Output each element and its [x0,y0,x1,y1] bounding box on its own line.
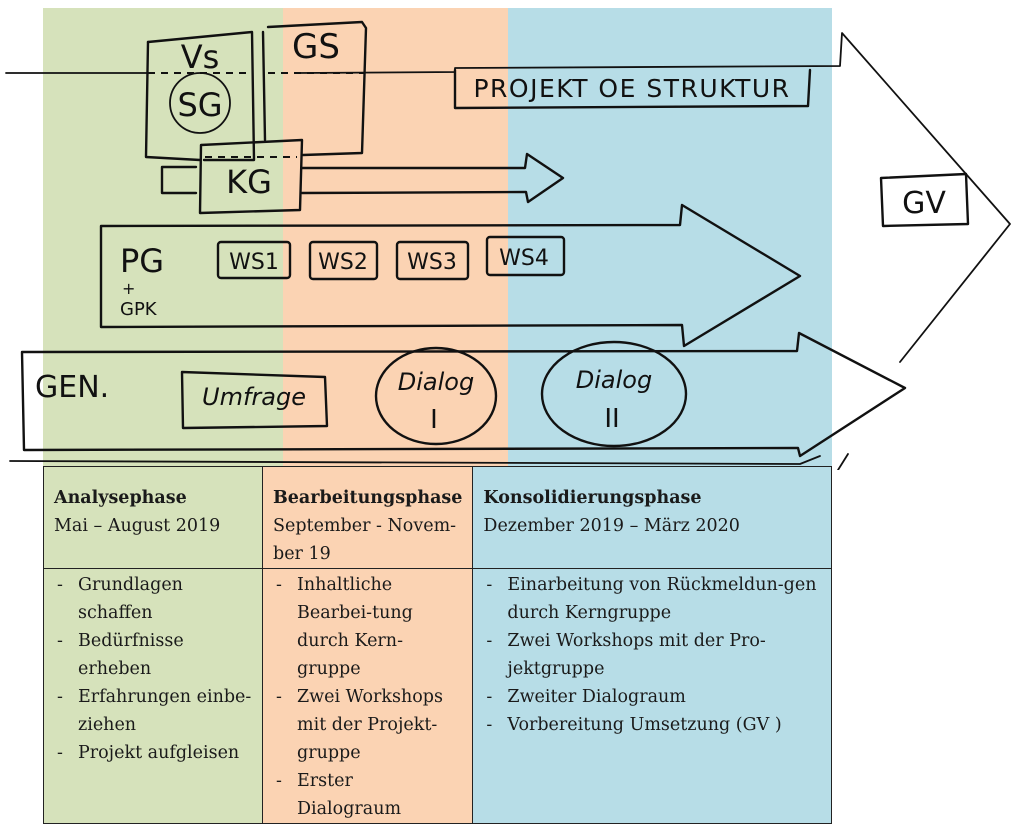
list-item: Erster Dialograum [273,767,462,823]
ws2-box [308,240,379,281]
gpk-label: GPK [120,299,158,320]
list-item: Inhaltliche Bearbei-tung durch Kern-grup… [273,571,462,683]
analyse-title: Analysephase [54,488,187,508]
gs-box: GS [261,20,368,157]
gv-label: GV [902,186,946,221]
phase-diagram: Vs SG GS PROJEKT OE STRUKTUR KG PG + GPK… [5,8,1011,470]
projekt-oe-struktur-box: PROJEKT OE STRUKTUR [453,68,812,110]
gen-label: GEN. [35,370,109,405]
konsolidierung-title: Konsolidierungsphase [483,488,702,508]
pg-arrow: PG + GPK WS1 WS2 WS3 WS4 [99,203,802,348]
dialog-1-number: I [430,405,438,435]
ws4-label: WS4 [499,246,549,271]
phase-table: Analysephase Mai – August 2019 Bearbeitu… [43,466,832,824]
bearbeitung-header-cell: Bearbeitungsphase September - Novem-ber … [261,466,474,569]
dialog-2-circle [540,340,688,448]
list-item: Zweiter Dialograum [483,683,821,711]
list-item: Vorbereitung Umsetzung (GV ) [483,711,821,739]
list-item: Bedürfnisse erheben [54,627,252,683]
pg-label: PG [120,242,164,280]
sg-circle [169,72,231,134]
konsolidierung-header-cell: Konsolidierungsphase Dezember 2019 – Mär… [472,466,832,569]
umfrage-label: Umfrage [202,383,306,411]
ws3-box [395,240,470,281]
list-item: Erfahrungen einbe-ziehen [54,683,252,739]
dialog-1-circle [374,346,498,446]
bearbeitung-period: September - Novem-ber 19 [273,516,457,564]
bearbeitung-task-list: Inhaltliche Bearbei-tung durch Kern-grup… [273,571,462,823]
konsolidierung-period: Dezember 2019 – März 2020 [483,516,740,536]
ws3-label: WS3 [407,250,457,275]
analyse-period: Mai – August 2019 [54,516,221,536]
phase-tasks-row: Grundlagen schaffen Bedürfnisse erheben … [43,568,832,824]
gs-label: GS [292,27,340,67]
sg-label: SG [177,86,222,124]
ws4-box [485,235,566,277]
bearbeitung-tasks-cell: Inhaltliche Bearbei-tung durch Kern-grup… [261,568,474,824]
konsolidierung-phase-band [508,8,832,470]
analyse-tasks-cell: Grundlagen schaffen Bedürfnisse erheben … [43,568,263,824]
list-item: Grundlagen schaffen [54,571,252,627]
plus-label: + [122,279,135,298]
konsolidierung-task-list: Einarbeitung von Rückmeldun-gen durch Ke… [483,571,821,739]
vs-box: Vs SG [144,30,256,162]
list-item: Projekt aufgleisen [54,739,252,767]
projekt-oe-struktur-label: PROJEKT OE STRUKTUR [473,74,790,103]
konsolidierung-tasks-cell: Einarbeitung von Rückmeldun-gen durch Ke… [472,568,832,824]
gen-arrow: GEN. Umfrage Dialog I Dialog II [9,331,907,470]
analyse-header-cell: Analysephase Mai – August 2019 [43,466,263,569]
dialog-2-number: II [604,404,619,434]
ws1-label: WS1 [229,250,279,275]
bearbeitung-title: Bearbeitungsphase [273,488,463,508]
phase-header-row: Analysephase Mai – August 2019 Bearbeitu… [43,466,832,569]
bearbeitung-phase-band [283,8,508,470]
vs-label: Vs [181,38,220,76]
dialog-2-label: Dialog [576,366,652,394]
analyse-task-list: Grundlagen schaffen Bedürfnisse erheben … [54,571,252,767]
list-item: Zwei Workshops mit der Pro-jektgruppe [483,627,821,683]
kg-label: KG [226,163,272,201]
ws1-box [216,240,292,280]
analyse-phase-band [43,8,283,470]
dialog-1-label: Dialog [398,368,474,396]
list-item: Zwei Workshops mit der Projekt-gruppe [273,683,462,767]
kg-arrow: KG [160,138,565,215]
list-item: Einarbeitung von Rückmeldun-gen durch Ke… [483,571,821,627]
gv-box: GV [879,172,970,228]
umfrage-box [180,370,329,430]
ws2-label: WS2 [318,250,368,275]
